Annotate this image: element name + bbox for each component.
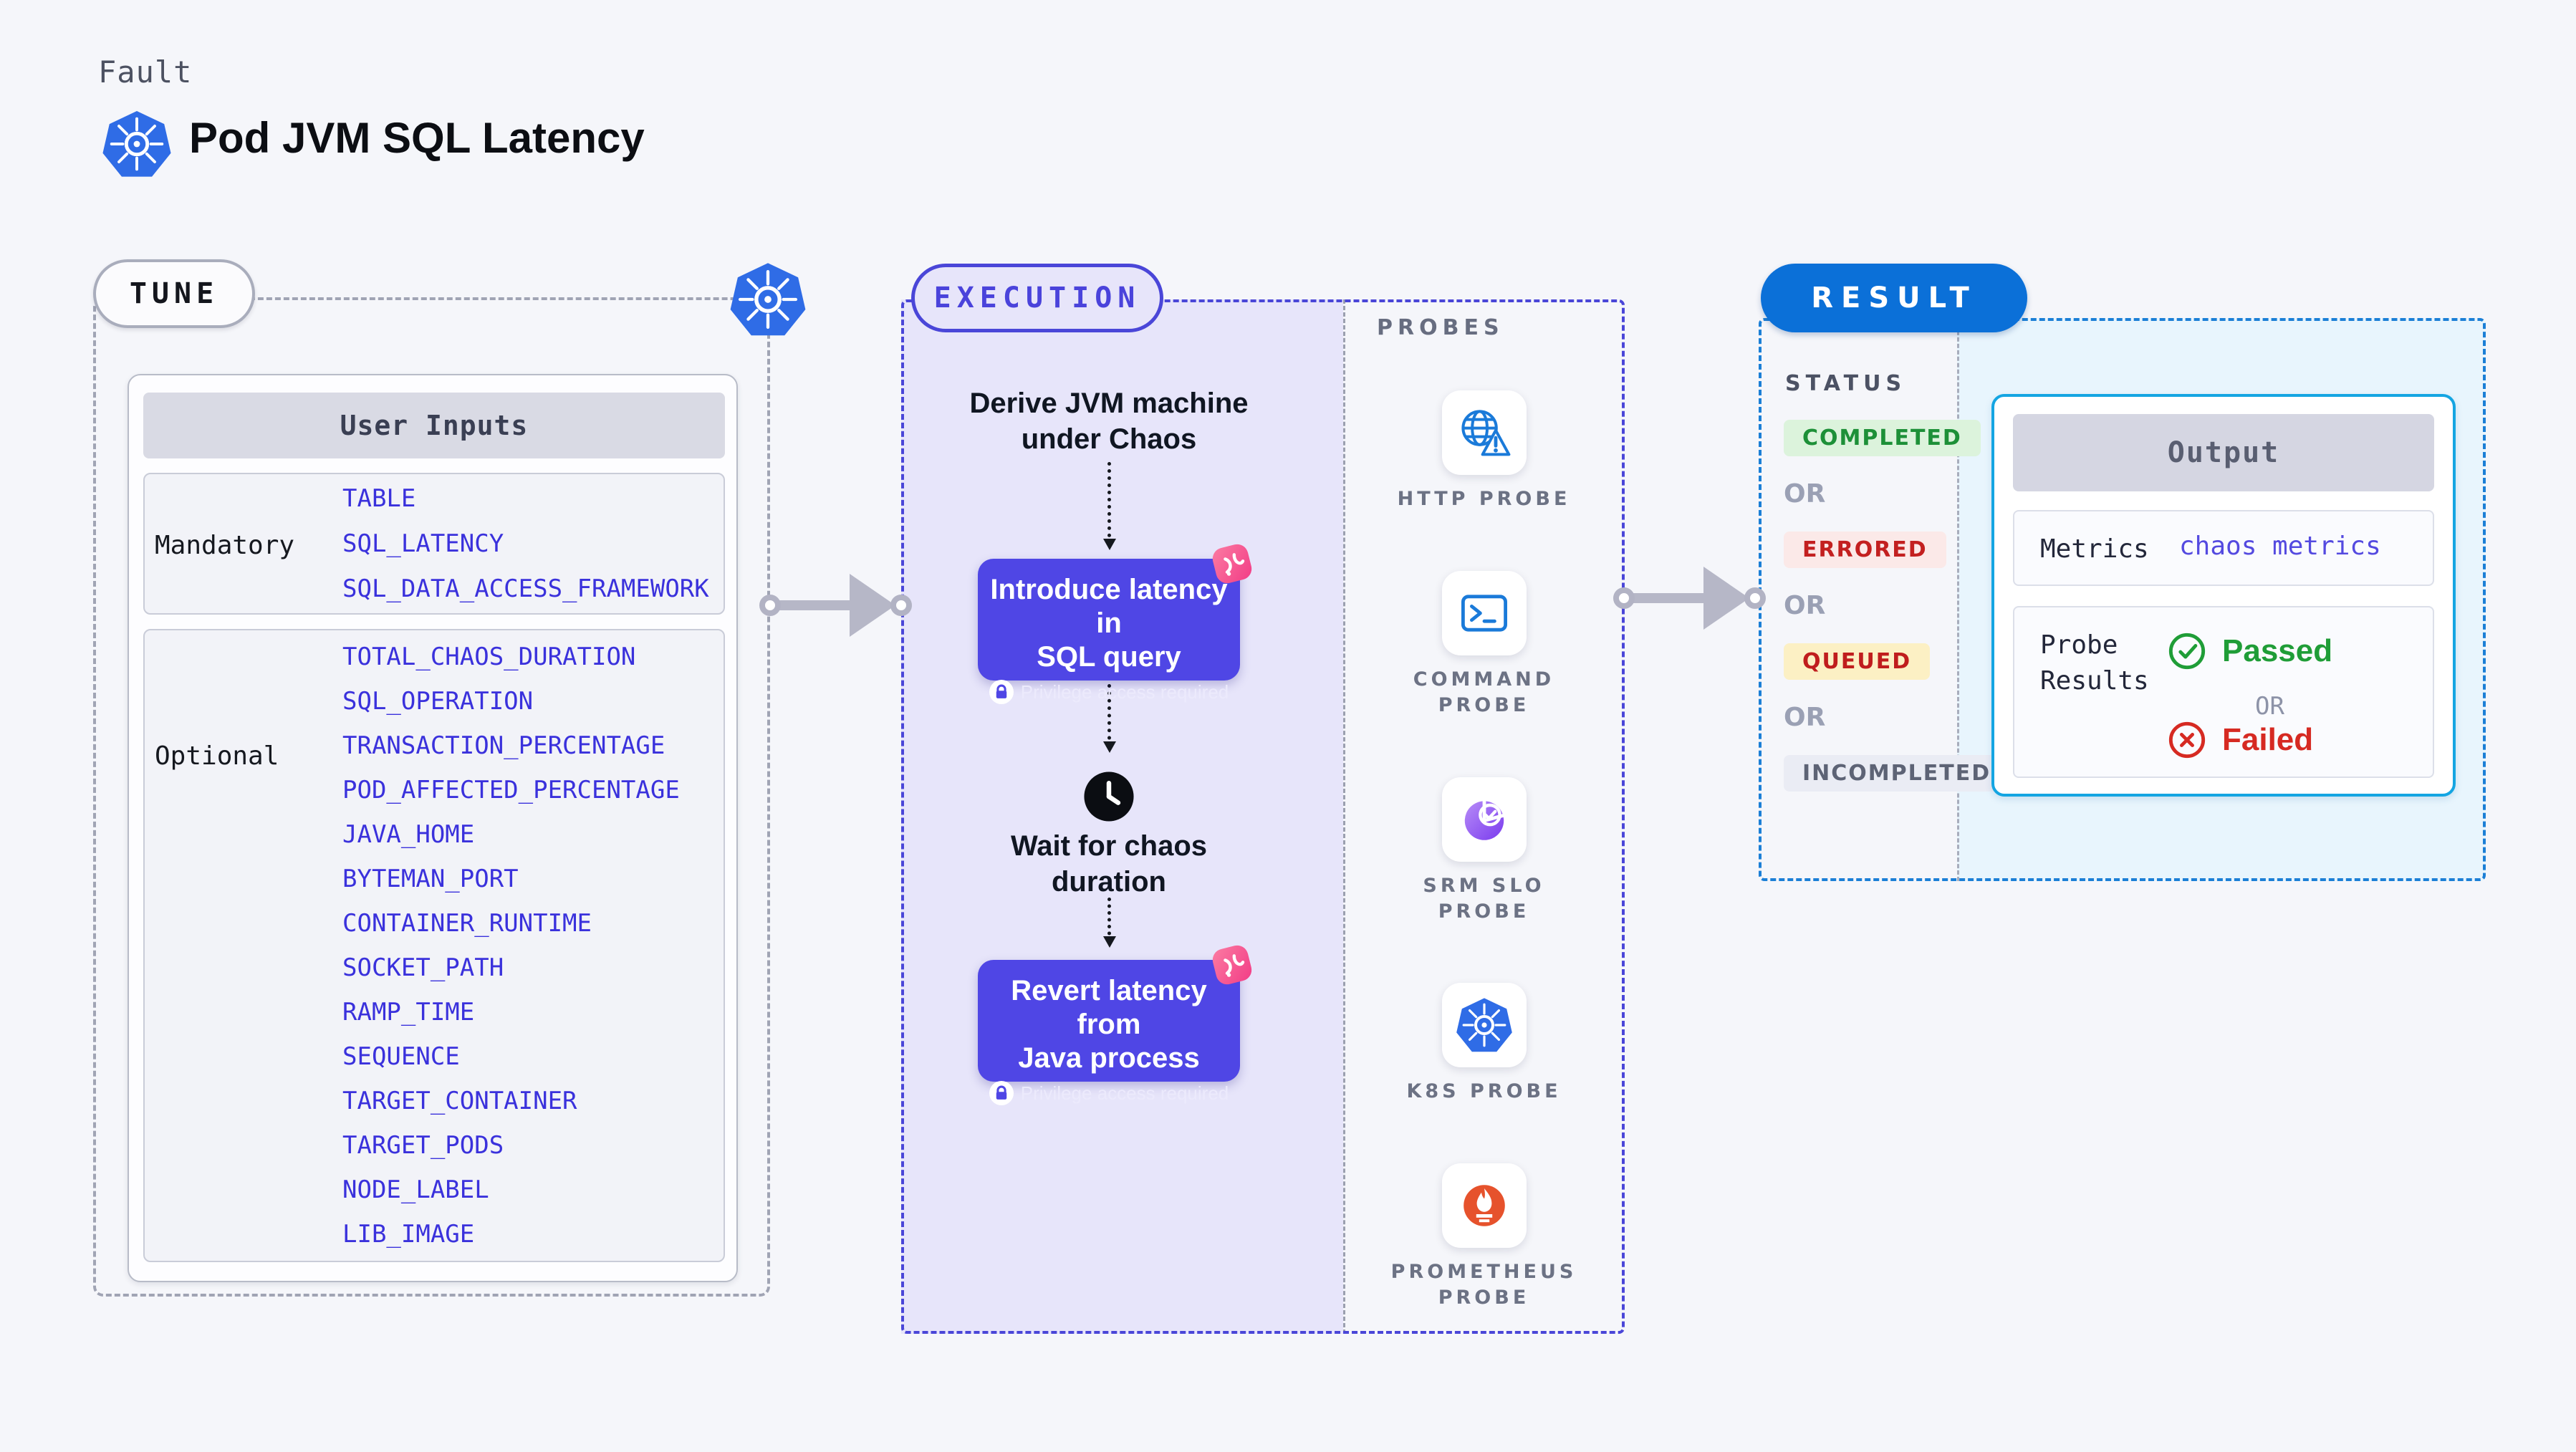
- connector-dot: [759, 595, 781, 616]
- k8s-probe-icon: [1441, 983, 1527, 1068]
- connector-dot: [1613, 587, 1635, 609]
- optional-label: Optional: [155, 741, 279, 771]
- param-item: TRANSACTION_PERCENTAGE: [342, 731, 665, 760]
- tune-badge: TUNE: [93, 259, 255, 328]
- status-badge-queued: QUEUED: [1784, 643, 1931, 680]
- param-item: TARGET_PODS: [342, 1131, 504, 1160]
- status-badge-errored: ERRORED: [1784, 532, 1946, 568]
- param-item: TABLE: [342, 484, 416, 513]
- param-item: SEQUENCE: [342, 1042, 460, 1071]
- metrics-row: Metrics chaos metrics: [2013, 510, 2434, 586]
- probe-srm-slo: SRM SLO PROBE: [1384, 777, 1585, 925]
- arrowhead-icon: [850, 574, 895, 637]
- or-separator: OR: [2255, 692, 2284, 721]
- probe-results-label: Probe Results: [2040, 630, 2149, 696]
- http-probe-icon: [1441, 390, 1527, 475]
- x-circle-icon: [2168, 721, 2206, 759]
- probe-http: HTTP PROBE: [1384, 390, 1585, 512]
- execution-section-box: [901, 299, 1625, 1334]
- metrics-label: Metrics: [2040, 534, 2149, 564]
- mandatory-params-box: [143, 473, 725, 615]
- param-item: SQL_OPERATION: [342, 687, 534, 716]
- fault-eyebrow: Fault: [98, 54, 193, 90]
- optional-params-box: [143, 629, 725, 1262]
- mandatory-label: Mandatory: [155, 531, 295, 560]
- srm-slo-probe-icon: [1441, 777, 1527, 862]
- probes-label: PROBES: [1377, 315, 1504, 340]
- check-circle-icon: [2168, 633, 2206, 670]
- arrowhead-icon: [1703, 567, 1749, 630]
- arrow-tune-to-execution: [778, 600, 851, 610]
- param-item: TOTAL_CHAOS_DURATION: [342, 643, 636, 671]
- status-label: STATUS: [1785, 371, 1907, 396]
- probe-label: PROMETHEUS PROBE: [1390, 1261, 1577, 1309]
- lock-icon: [989, 680, 1014, 704]
- mandatory-params-list: TABLE SQL_LATENCY SQL_DATA_ACCESS_FRAMEW…: [342, 476, 709, 612]
- kubernetes-icon: [102, 107, 172, 181]
- flow-arrow-down: [1103, 684, 1116, 753]
- execution-badge: EXECUTION: [911, 264, 1163, 332]
- probe-result-failed: Failed: [2168, 721, 2313, 759]
- flow-arrow-down: [1103, 898, 1116, 948]
- arrow-execution-to-result: [1632, 593, 1705, 603]
- result-badge: RESULT: [1761, 264, 2027, 332]
- tune-section-box: [93, 297, 770, 1297]
- probe-label: COMMAND PROBE: [1413, 668, 1555, 716]
- param-item: RAMP_TIME: [342, 998, 475, 1027]
- probe-result-passed: Passed: [2168, 632, 2332, 670]
- probe-command: COMMAND PROBE: [1384, 570, 1585, 718]
- clock-icon: [1084, 771, 1134, 822]
- probe-label: HTTP PROBE: [1397, 488, 1571, 510]
- step-derive-jvm: Derive JVM machine under Chaos: [969, 388, 1249, 455]
- privilege-note: Privilege access required: [978, 680, 1240, 704]
- step-wait-duration: Wait for chaos duration: [1010, 830, 1208, 898]
- or-separator: OR: [1784, 703, 1826, 732]
- metrics-value: chaos metrics: [2179, 532, 2381, 561]
- status-list: COMPLETED OR ERRORED OR QUEUED OR INCOMP…: [1784, 420, 2010, 792]
- param-item: NODE_LABEL: [342, 1175, 489, 1204]
- command-probe-icon: [1441, 570, 1527, 655]
- privilege-note: Privilege access required: [978, 1081, 1240, 1105]
- probes-divider: [1343, 299, 1345, 1334]
- flow-arrow-down: [1103, 462, 1116, 550]
- probe-label: SRM SLO PROBE: [1423, 874, 1545, 923]
- param-item: JAVA_HOME: [342, 820, 475, 849]
- result-divider: [1957, 318, 1959, 881]
- probe-results-row: Probe Results Passed OR Failed: [2013, 606, 2434, 778]
- param-item: SQL_LATENCY: [342, 529, 504, 558]
- param-item: CONTAINER_RUNTIME: [342, 909, 592, 938]
- or-separator: OR: [1784, 479, 1826, 509]
- user-inputs-header: User Inputs: [143, 393, 725, 458]
- lock-icon: [989, 1081, 1014, 1105]
- optional-params-list: TOTAL_CHAOS_DURATION SQL_OPERATION TRANS…: [342, 635, 680, 1256]
- prometheus-probe-icon: [1441, 1163, 1527, 1248]
- output-header: Output: [2013, 414, 2434, 491]
- page-title: Pod JVM SQL Latency: [189, 114, 645, 162]
- kubernetes-icon: [729, 259, 807, 340]
- connector-dot: [1744, 587, 1766, 609]
- probe-k8s: K8S PROBE: [1384, 983, 1585, 1105]
- or-separator: OR: [1784, 591, 1826, 620]
- probe-prometheus: PROMETHEUS PROBE: [1384, 1163, 1585, 1311]
- param-item: POD_AFFECTED_PERCENTAGE: [342, 776, 680, 804]
- connector-dot: [890, 595, 912, 616]
- param-item: SOCKET_PATH: [342, 953, 504, 982]
- status-badge-completed: COMPLETED: [1784, 420, 1981, 456]
- status-badge-incompleted: INCOMPLETED: [1784, 755, 2010, 792]
- probes-list: HTTP PROBE COMMAND PROBE: [1343, 390, 1625, 1311]
- probe-label: K8S PROBE: [1406, 1080, 1562, 1103]
- param-item: TARGET_CONTAINER: [342, 1087, 577, 1115]
- param-item: LIB_IMAGE: [342, 1220, 475, 1249]
- param-item: BYTEMAN_PORT: [342, 865, 519, 893]
- param-item: SQL_DATA_ACCESS_FRAMEWORK: [342, 574, 709, 604]
